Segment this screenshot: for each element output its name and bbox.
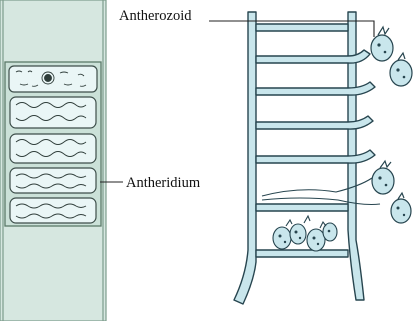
compartment-1	[9, 66, 97, 92]
antherozoid-label: Antherozoid	[119, 9, 191, 24]
branched-alga	[234, 12, 375, 304]
compartment-2	[10, 97, 96, 128]
alga-branch-3	[256, 82, 375, 95]
alga-branch-5	[256, 150, 375, 163]
alga-axis-left-wall	[234, 12, 256, 304]
antherozoid-3	[372, 161, 394, 194]
free-antherozoids	[371, 27, 412, 223]
compartment-4	[10, 168, 96, 193]
antherozoids-in-cell	[273, 216, 337, 251]
antheridium-compartments	[9, 66, 97, 223]
alga-branch-6	[256, 204, 348, 211]
antherozoid-4	[391, 193, 411, 223]
compartment-3	[10, 134, 96, 163]
antherozoid-2	[390, 53, 412, 86]
alga-branch-1	[256, 24, 348, 31]
antheridium-label: Antheridium	[126, 176, 200, 191]
release-tube	[262, 178, 380, 205]
left-filament	[0, 0, 106, 321]
alga-branch-7	[256, 250, 348, 257]
compartment-5	[10, 198, 96, 223]
